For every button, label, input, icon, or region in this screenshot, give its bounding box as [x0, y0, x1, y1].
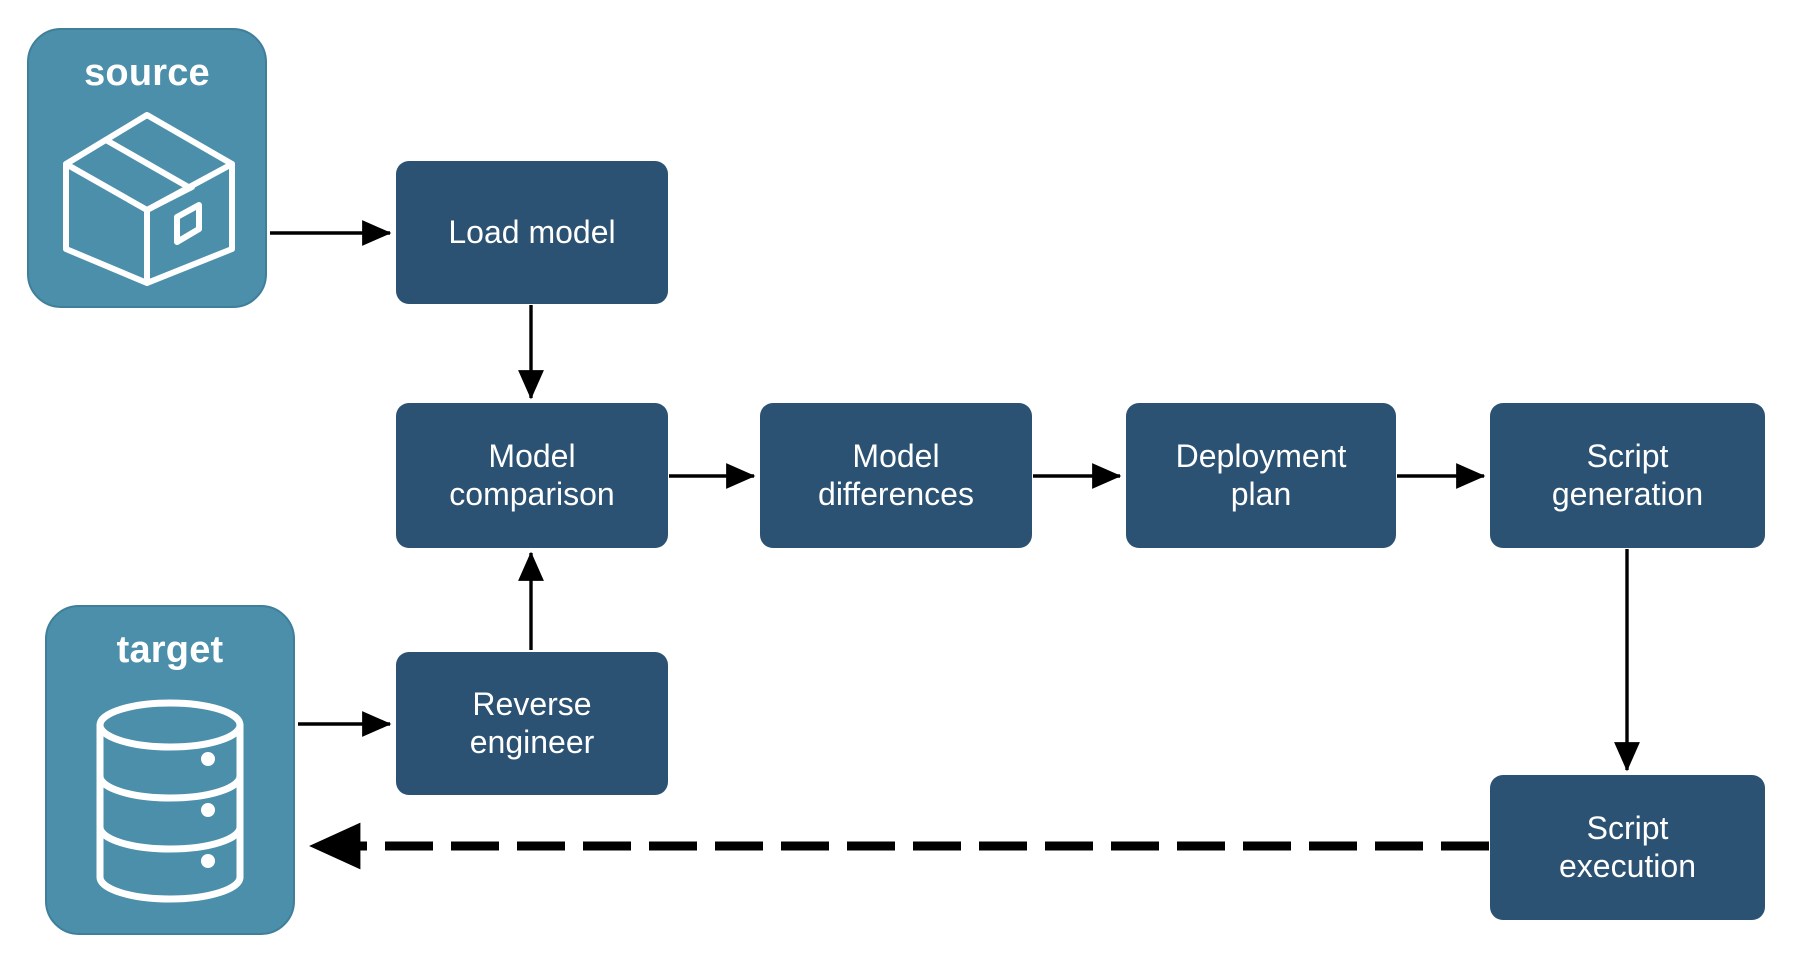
- process-reverse-engineer[interactable]: Reverse engineer: [396, 652, 668, 795]
- process-script-generation[interactable]: Script generation: [1490, 403, 1765, 548]
- process-load-model[interactable]: Load model: [396, 161, 668, 304]
- package-box-icon: [29, 92, 265, 306]
- endpoint-target[interactable]: target: [45, 605, 295, 935]
- process-deployment-plan[interactable]: Deployment plan: [1126, 403, 1396, 548]
- endpoint-source-label: source: [84, 52, 210, 94]
- process-model-differences[interactable]: Model differences: [760, 403, 1032, 548]
- process-model-comparison[interactable]: Model comparison: [396, 403, 668, 548]
- process-script-execution[interactable]: Script execution: [1490, 775, 1765, 920]
- endpoint-source[interactable]: source: [27, 28, 267, 308]
- endpoint-target-label: target: [116, 629, 224, 671]
- database-cylinder-icon: [47, 669, 293, 933]
